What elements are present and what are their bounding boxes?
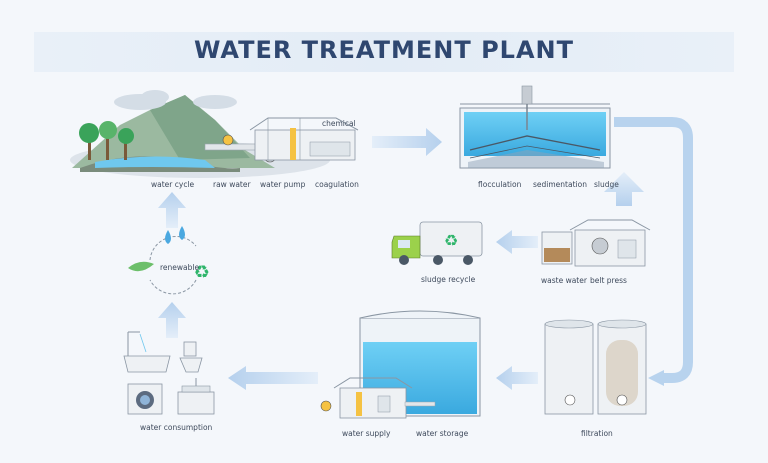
landscape-scene xyxy=(70,90,359,178)
coagulation-building xyxy=(249,117,359,161)
label-filtration: filtration xyxy=(581,429,613,438)
label-water-supply: water supply xyxy=(342,429,391,438)
sink-icon xyxy=(177,378,215,415)
sedimentation-tank xyxy=(459,85,611,169)
tree-icon xyxy=(79,121,134,160)
filtration-tanks xyxy=(544,319,647,415)
flow-arrow-left xyxy=(496,366,538,390)
label-flocculation: flocculation xyxy=(478,180,522,189)
water-drop-icon xyxy=(179,226,185,240)
label-water-consumption: water consumption xyxy=(140,423,213,432)
toilet-icon xyxy=(179,341,203,373)
water-consumption-icons xyxy=(123,331,215,415)
leaf-icon xyxy=(128,261,154,272)
page-title: WATER TREATMENT PLANT xyxy=(193,36,575,64)
belt-press-unit xyxy=(541,219,651,267)
renewable-cycle: ♻ xyxy=(128,226,210,295)
flow-arrow-up xyxy=(158,192,186,228)
flow-arrow-down xyxy=(604,172,644,206)
bathtub-icon xyxy=(123,331,171,373)
flow-arrow-head xyxy=(648,370,664,386)
water-drop-icon xyxy=(165,230,171,244)
label-belt-press: belt press xyxy=(590,276,627,285)
label-raw-water: raw water xyxy=(213,180,251,189)
flow-pipe xyxy=(614,117,693,383)
label-sedimentation: sedimentation xyxy=(533,180,587,189)
label-water-pump: water pump xyxy=(260,180,306,189)
label-chemical: chemical xyxy=(322,119,356,128)
title-band xyxy=(34,32,734,72)
label-sludge: sludge xyxy=(594,180,619,189)
label-sludge-recycle: sludge recycle xyxy=(421,275,476,284)
water-supply-building xyxy=(320,377,436,419)
sludge-truck: ♻ xyxy=(391,221,483,265)
label-renewable: renewable xyxy=(160,263,200,272)
label-waste-water: waste water xyxy=(541,276,587,285)
flow-arrow-left xyxy=(228,366,318,390)
recycle-icon: ♻ xyxy=(194,262,210,283)
washing-machine-icon xyxy=(127,383,163,415)
flow-arrow-left xyxy=(496,230,538,254)
flow-arrow-right xyxy=(372,128,442,156)
flow-arrow-up xyxy=(158,302,186,338)
label-water-cycle: water cycle xyxy=(151,180,195,189)
label-coagulation: coagulation xyxy=(315,180,359,189)
recycle-icon: ♻ xyxy=(444,231,458,250)
label-water-storage: water storage xyxy=(416,429,469,438)
